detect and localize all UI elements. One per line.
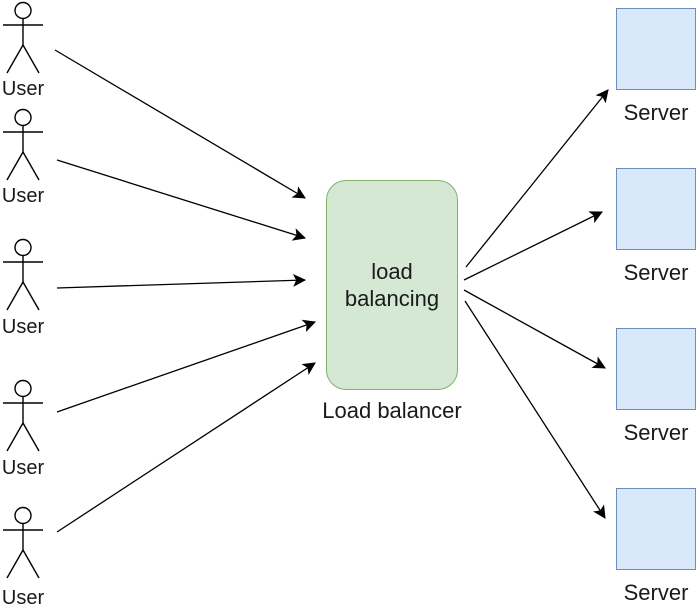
load-balancer-text-line2: balancing [344,286,440,311]
server-node-4 [616,488,696,570]
user-actor-4 [1,379,45,453]
user-label: User [1,185,45,207]
stick-figure-icon [3,108,43,181]
server-node-2 [616,168,696,250]
stick-figure-icon [3,1,43,74]
arrow-loadbalancer-to-server2 [463,211,603,281]
server-label: Server [623,100,689,125]
user-actor-2 [1,108,45,182]
arrow-user2-to-loadbalancer [56,159,307,241]
stick-figure-icon [3,379,43,452]
load-balancer-text-line1: load [371,259,413,284]
arrow-user3-to-loadbalancer [56,273,307,289]
server-label: Server [623,420,689,445]
user-actor-5 [1,506,45,580]
user-label: User [1,316,45,338]
load-balancer-caption: Load balancer [322,398,462,423]
arrow-user5-to-loadbalancer [56,362,316,533]
arrow-user4-to-loadbalancer [56,319,317,413]
stick-figure-icon [3,506,43,579]
server-node-3 [616,328,696,410]
server-label: Server [623,580,689,605]
arrow-loadbalancer-to-server1 [465,89,609,268]
user-actor-1 [1,1,45,75]
load-balancer-node: load balancing [326,180,458,390]
arrow-user1-to-loadbalancer [54,49,306,199]
arrow-loadbalancer-to-server3 [463,289,606,369]
server-label: Server [623,260,689,285]
user-label: User [1,78,45,100]
arrow-loadbalancer-to-server4 [464,300,606,519]
server-node-1 [616,8,696,90]
user-label: User [1,587,45,609]
user-label: User [1,457,45,479]
stick-figure-icon [3,238,43,311]
user-actor-3 [1,238,45,312]
